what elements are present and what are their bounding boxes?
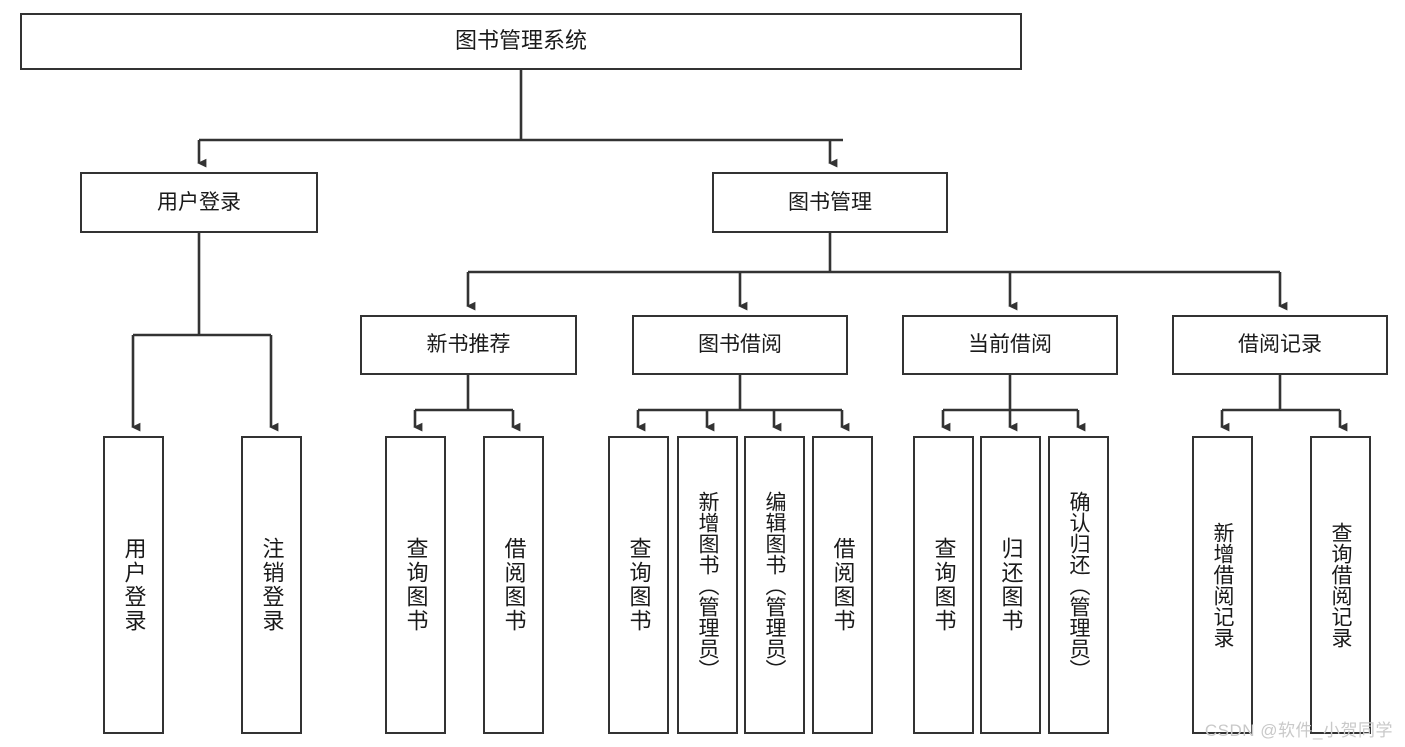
node-label: 图书管理 <box>788 190 872 214</box>
watermark: CSDN @软件_小贺同学 <box>1204 721 1393 740</box>
node-book-borrow[interactable]: 图书借阅 <box>632 315 848 375</box>
node-label: 编辑图书（管理员） <box>763 490 786 680</box>
node-label: 新增图书（管理员） <box>696 490 719 680</box>
node-label: 借阅记录 <box>1238 333 1322 357</box>
node-label: 确认归还（管理员） <box>1067 490 1090 680</box>
node-label: 用户登录 <box>121 537 147 633</box>
node-leaf-query-borrow-record[interactable]: 查询借阅记录 <box>1310 436 1371 734</box>
node-leaf-query-book-recommend[interactable]: 查询图书 <box>385 436 446 734</box>
node-leaf-confirm-return[interactable]: 确认归还（管理员） <box>1048 436 1109 734</box>
node-label: 图书管理系统 <box>454 28 587 54</box>
node-label: 查询图书 <box>626 537 652 633</box>
node-new-book-recommend[interactable]: 新书推荐 <box>360 315 577 375</box>
node-label: 新书推荐 <box>426 333 511 357</box>
node-label: 借阅图书 <box>501 537 527 633</box>
node-label: 查询图书 <box>403 537 429 633</box>
node-leaf-user-login[interactable]: 用户登录 <box>103 436 164 734</box>
node-label: 查询图书 <box>931 537 957 633</box>
node-leaf-logout-login[interactable]: 注销登录 <box>241 436 302 734</box>
node-label: 图书借阅 <box>698 333 782 357</box>
node-label: 借阅图书 <box>830 537 856 633</box>
node-book-management[interactable]: 图书管理 <box>712 172 948 233</box>
node-label: 新增借阅记录 <box>1211 522 1234 648</box>
node-leaf-add-borrow-record[interactable]: 新增借阅记录 <box>1192 436 1253 734</box>
node-label: 查询借阅记录 <box>1329 522 1352 648</box>
node-borrow-record[interactable]: 借阅记录 <box>1172 315 1388 375</box>
node-leaf-return-book[interactable]: 归还图书 <box>980 436 1041 734</box>
node-leaf-add-book[interactable]: 新增图书（管理员） <box>677 436 738 734</box>
node-leaf-query-book-borrow[interactable]: 查询图书 <box>608 436 669 734</box>
node-leaf-borrow-book-recommend[interactable]: 借阅图书 <box>483 436 544 734</box>
node-user-login[interactable]: 用户登录 <box>80 172 318 233</box>
node-book-management-system[interactable]: 图书管理系统 <box>20 13 1022 70</box>
node-label: 注销登录 <box>259 537 285 633</box>
node-label: 归还图书 <box>998 537 1024 633</box>
node-label: 当前借阅 <box>968 333 1052 357</box>
node-leaf-query-book-current[interactable]: 查询图书 <box>913 436 974 734</box>
node-leaf-borrow-book[interactable]: 借阅图书 <box>812 436 873 734</box>
node-leaf-edit-book[interactable]: 编辑图书（管理员） <box>744 436 805 734</box>
node-current-borrow[interactable]: 当前借阅 <box>902 315 1118 375</box>
node-label: 用户登录 <box>157 190 241 214</box>
